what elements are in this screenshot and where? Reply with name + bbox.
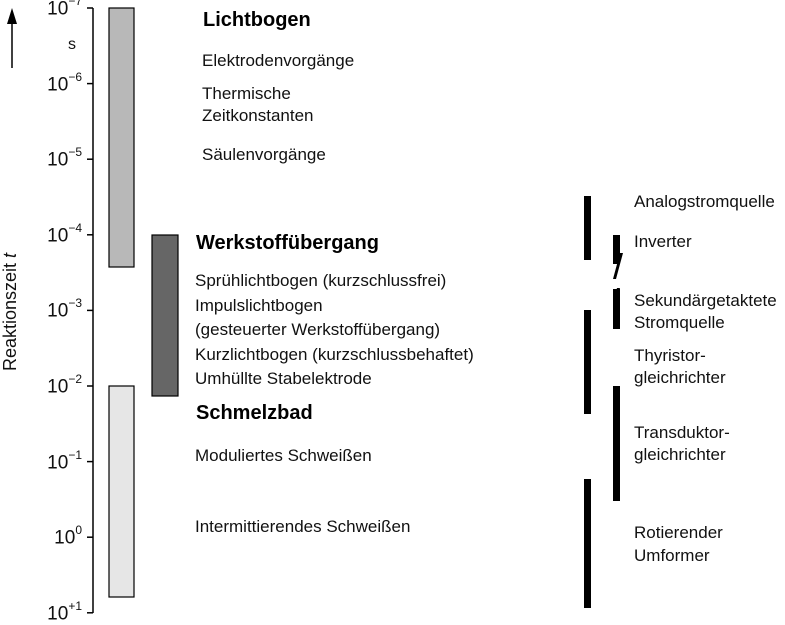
tick-label: 10−5 <box>0 145 82 171</box>
transduktor-bar <box>613 386 620 501</box>
source-thyristor-line1: Thyristor- <box>634 346 706 365</box>
analogstromquelle-bar <box>584 196 591 260</box>
tick-label: 10−2 <box>0 372 82 398</box>
werkstoff-title: Werkstoffübergang <box>196 232 379 254</box>
inverter-bar <box>613 235 620 264</box>
source-sekundaer-line2: Stromquelle <box>634 313 725 332</box>
axis-arrow-head <box>7 8 17 24</box>
tick-label-text: 10−4 <box>47 220 82 247</box>
tick-label: 10−7 <box>0 0 82 20</box>
tick-label-text: 10−5 <box>47 145 82 171</box>
y-axis-symbol: t <box>0 252 20 258</box>
umformer-bar <box>584 479 591 608</box>
source-umformer-line2: Umformer <box>634 546 710 565</box>
tick-label-exponent: −1 <box>68 447 82 462</box>
werkstoff-item-gesteuert: (gesteuerter Werkstoffübergang) <box>195 320 441 339</box>
tick-label-exponent: 0 <box>75 523 82 538</box>
source-umformer-line1: Rotierender <box>634 523 723 542</box>
source-analogstromquelle: Analogstromquelle <box>634 192 775 211</box>
werkstoff-bar <box>151 234 179 397</box>
lichtbogen-item-zeitkonstanten: Zeitkonstanten <box>202 106 314 125</box>
tick-label: 10−1 <box>0 447 82 474</box>
source-thyristor-line2: gleichrichter <box>634 368 726 387</box>
lichtbogen-item-thermische: Thermische <box>202 84 291 103</box>
schmelzbad-item-intermittierend: Intermittierendes Schweißen <box>195 517 411 536</box>
schmelzbad-bar <box>108 385 135 598</box>
source-transduktor-line2: gleichrichter <box>634 445 726 464</box>
source-sekundaer-line1: Sekundärgetaktete <box>634 291 777 310</box>
tick-label-text: 10−6 <box>47 69 82 95</box>
y-axis-unit: s <box>68 36 76 53</box>
tick-label-exponent: +1 <box>68 598 82 613</box>
sekundaer-break-connector <box>613 288 620 301</box>
source-transduktor-line1: Transduktor- <box>634 423 730 442</box>
lichtbogen-item-saeulenvorgaenge: Säulenvorgänge <box>202 145 326 164</box>
werkstoff-item-stabelektrode: Umhüllte Stabelektrode <box>195 369 372 388</box>
tick-label: 10−6 <box>0 69 82 96</box>
tick-label-text: 10−3 <box>47 296 82 322</box>
inverter-break-connector <box>613 253 623 279</box>
tick-label: 100 <box>0 523 82 549</box>
tick-label: 10−3 <box>0 296 82 322</box>
tick-label-exponent: −4 <box>68 220 82 235</box>
tick-label-text: 10−1 <box>47 447 82 473</box>
werkstoff-item-kurzlichtbogen: Kurzlichtbogen (kurzschlussbehaftet) <box>195 345 474 364</box>
y-axis-ticks <box>87 7 93 614</box>
tick-label-text: 10−2 <box>47 372 82 398</box>
sekundaer-bar <box>613 289 620 329</box>
tick-label-exponent: −7 <box>68 0 82 8</box>
schmelzbad-title: Schmelzbad <box>196 402 313 424</box>
lichtbogen-title: Lichtbogen <box>203 9 311 31</box>
tick-label-exponent: −3 <box>68 296 82 311</box>
werkstoff-item-spruehlichtbogen: Sprühlichtbogen (kurzschlussfrei) <box>195 271 447 290</box>
tick-label-text: 10+1 <box>47 598 82 625</box>
werkstoff-item-impulslichtbogen: Impulslichtbogen <box>195 296 323 315</box>
tick-label: 10+1 <box>0 598 82 625</box>
tick-label-exponent: −5 <box>68 145 82 160</box>
tick-label-text: 10−7 <box>47 0 82 20</box>
source-inverter: Inverter <box>634 232 692 251</box>
lichtbogen-bar <box>108 7 135 268</box>
tick-label: 10−4 <box>0 220 82 247</box>
tick-label-exponent: −2 <box>68 372 82 386</box>
lichtbogen-item-elektrodenvorgaenge: Elektrodenvorgänge <box>202 51 355 70</box>
tick-label-exponent: −6 <box>68 69 82 84</box>
thyristor-bar <box>584 310 591 414</box>
tick-label-text: 100 <box>54 523 82 549</box>
schmelzbad-item-moduliert: Moduliertes Schweißen <box>195 446 372 465</box>
